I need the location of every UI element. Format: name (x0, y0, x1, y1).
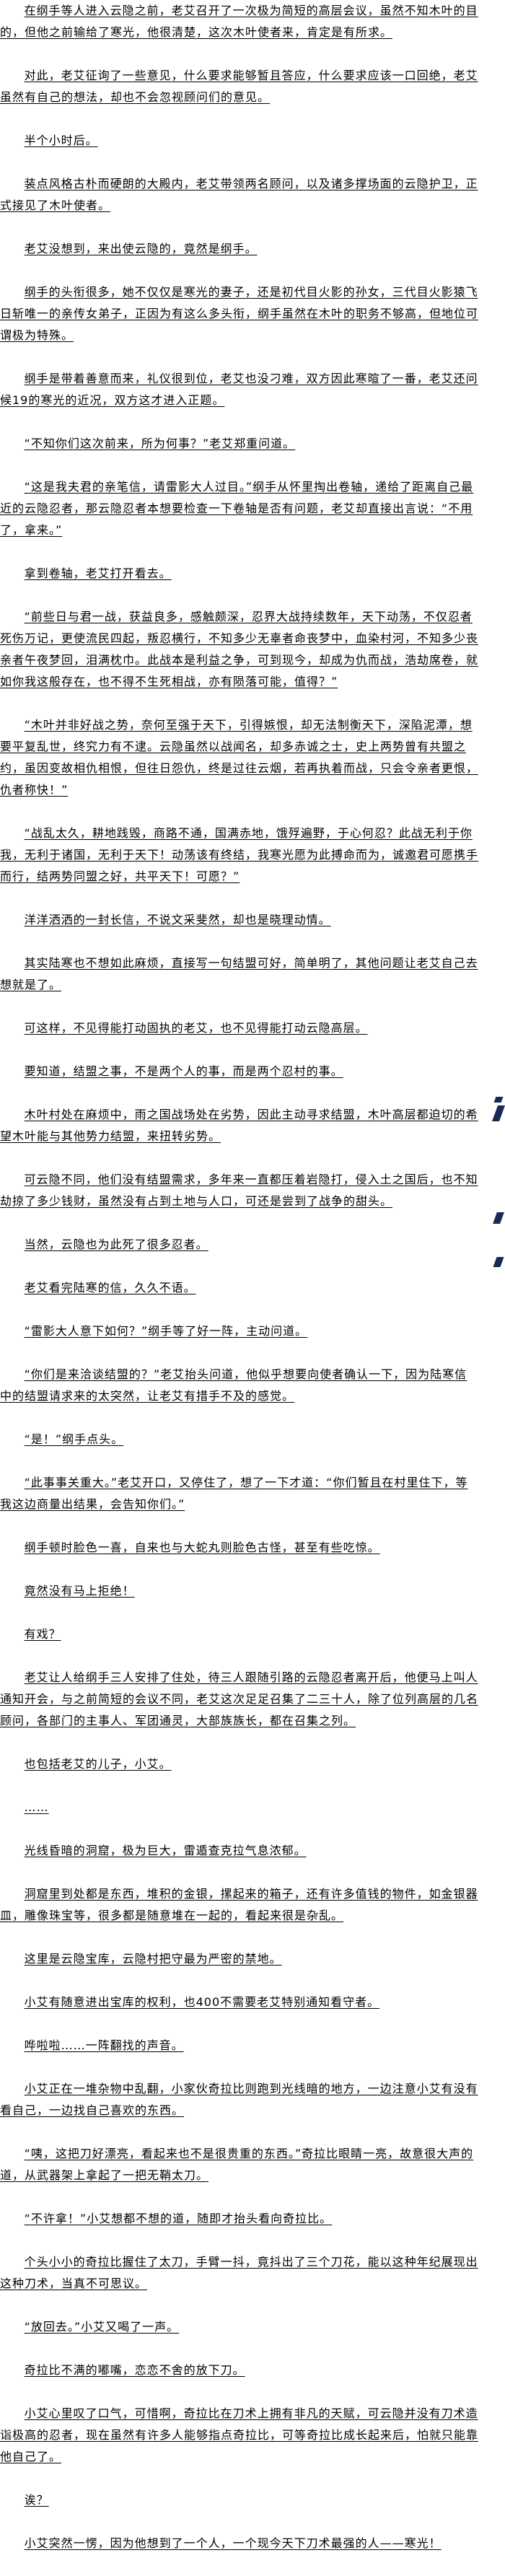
paragraph: 小艾正在一堆杂物中乱翻，小家伙奇拉比则跑到光线暗的地方，一边注意小艾有没有看自己… (0, 2082, 478, 2117)
paragraph: 在纲手等人进入云隐之前，老艾召开了一次极为简短的高层会议，虽然不知木叶的目的，但… (0, 4, 478, 39)
paragraph: 哗啦啦……一阵翻找的声音。 (24, 2038, 184, 2052)
paragraph: 竟然没有马上拒绝！ (24, 1584, 135, 1598)
paragraph: 老艾让人给纲手三人安排了住处，待三人跟随引路的云隐忍者离开后，他便马上叫人通知开… (0, 1670, 479, 1727)
paragraph: “雷影大人意下如何？”纲手等了好一阵，主动问道。 (24, 1324, 308, 1338)
paragraph: “是！”纲手点头。 (24, 1432, 124, 1446)
paragraph: 老艾看完陆寒的信，久久不语。 (24, 1281, 196, 1294)
paragraph: …… (24, 1800, 49, 1814)
paragraph: 装点风格古朴而硬朗的大殿内，老艾带领两名顾问，以及诸多撑场面的云隐护卫，正式接见… (0, 177, 478, 212)
paragraph: “放回去。”小艾又喝了一声。 (24, 2320, 180, 2334)
paragraph: 要知道，结盟之事，不是两个人的事，而是两个忍村的事。 (24, 1064, 343, 1078)
watermark-shape (493, 1212, 504, 1224)
paragraph: 对此，老艾征询了一些意见，什么要求能够暂且答应，什么要求应该一口回绝，老艾虽然有… (0, 69, 478, 104)
paragraph: 小艾有随意进出宝库的权利，也400不需要老艾特别通知看守者。 (24, 1995, 380, 2009)
paragraph: 洋洋洒洒的一封长信，不说文采斐然，却也是晓理动情。 (24, 913, 331, 926)
paragraph: 半个小时后。 (24, 133, 98, 147)
paragraph: “咦，这把刀好漂亮，看起来也不是很贵重的东西。”奇拉比眼睛一亮，故意很大声的道，… (0, 2147, 474, 2182)
paragraph: “不许拿！”小艾想都不想的道，随即才抬头看向奇拉比。 (24, 2212, 333, 2225)
paragraph: 拿到卷轴，老艾打开看去。 (24, 566, 172, 580)
paragraph: 其实陆寒也不想如此麻烦，直接写一句结盟可好，简单明了，其他问题让老艾自己去想就是… (0, 956, 478, 991)
paragraph: 可这样，不见得能打动固执的老艾，也不见得能打动云隐高层。 (24, 1021, 368, 1035)
paragraph: 奇拉比不满的嘟嘴，恋恋不舍的放下刀。 (24, 2363, 245, 2377)
paragraph: 小艾突然一愣，因为他想到了一个人，一个现今天下刀术最强的人——寒光！ (24, 2536, 442, 2550)
paragraph: 光线昏暗的洞窟，极为巨大，雷遁查克拉气息浓郁。 (24, 1844, 307, 1857)
paragraph: 也包括老艾的儿子，小艾。 (24, 1757, 172, 1771)
paragraph: 诶？ (24, 2493, 49, 2507)
paragraph: 可云隐不同，他们没有结盟需求，多年来一直都压着岩隐打，侵入土之国后，也不知劫掠了… (0, 1173, 478, 1208)
watermark-shape (491, 1105, 505, 1121)
paragraph: 当然，云隐也为此死了很多忍者。 (24, 1237, 208, 1251)
paragraph: “不知你们这次前来，所为何事？”老艾郑重问道。 (24, 437, 296, 450)
paragraph: “你们是来洽谈结盟的？”老艾抬头问道，他似乎想要向使者确认一下，因为陆寒信中的结… (0, 1367, 467, 1403)
paragraph: 洞窟里到处都是东西，堆积的金银，摞起来的箱子，还有许多值钱的物件，如金银器皿，雕… (0, 1887, 478, 1922)
paragraph: 这里是云隐宝库，云隐村把守最为严密的禁地。 (24, 1952, 282, 1966)
paragraph: “此事事关重大。”老艾开口，又停住了，想了一下才道：“你们暂且在村里住下，等我这… (0, 1476, 468, 1511)
paragraph: “这是我夫君的亲笔信，请雷影大人过目。”纲手从怀里掏出卷轴，递给了距离自己最近的… (0, 480, 474, 537)
paragraph: 老艾没想到，来出使云隐的，竟然是纲手。 (24, 242, 258, 255)
watermark-shape (493, 1257, 504, 1267)
watermark-shape (493, 1097, 504, 1103)
paragraph: 木叶村处在麻烦中，雨之国战场处在劣势，因此主动寻求结盟，木叶高层都迫切的希望木叶… (0, 1108, 478, 1143)
paragraph: 小艾心里叹了口气，可惜啊，奇拉比在刀术上拥有非凡的天赋，可云隐并没有刀术造诣极高… (0, 2406, 479, 2463)
paragraph: 有戏？ (24, 1627, 61, 1641)
paragraph: 纲手是带着善意而来，礼仪很到位，老艾也没刁难，双方因此寒暄了一番，老艾还问候19… (0, 372, 478, 407)
paragraph: “前些日与君一战，获益良多，感触颇深，忍界大战持续数年，天下动荡，不仅忍者死伤万… (0, 610, 479, 688)
paragraph: “战乱太久，耕地践毁，商路不通，国满赤地，饿殍遍野，于心何忍？此战无利于你我，无… (0, 826, 479, 883)
paragraph: 纲手顿时脸色一喜，自来也与大蛇丸则脸色古怪，甚至有些吃惊。 (24, 1541, 380, 1554)
article-body: 在纲手等人进入云隐之前，老艾召开了一次极为简短的高层会议，虽然不知木叶的目的，但… (0, 4, 479, 2550)
paragraph: “木叶并非好战之势，奈何至强于天下，引得嫉恨，却无法制衡天下，深陷泥潭，想要平复… (0, 718, 479, 797)
paragraph: 个头小小的奇拉比握住了太刀，手臂一抖，竟抖出了三个刀花，能以这种年纪展现出这种刀… (0, 2255, 478, 2290)
paragraph: 纲手的头衔很多，她不仅仅是寒光的妻子，还是初代目火影的孙女，三代目火影猿飞日斩唯… (0, 285, 479, 342)
